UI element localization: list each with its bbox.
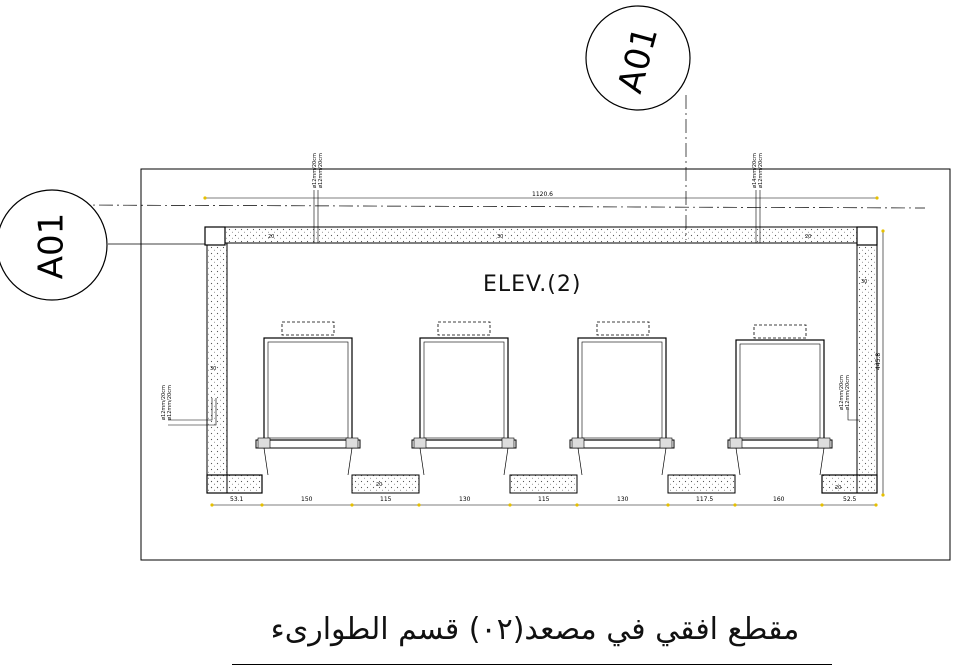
wall-tag-6: 20 — [376, 482, 382, 488]
rebar-right-1: ø12mm/20cm — [839, 375, 845, 410]
section-bubble-left — [0, 189, 108, 301]
rebar-top-left-2: ø12mm/20cm — [318, 153, 324, 188]
rebar-top-left-1: ø12mm/20cm — [312, 153, 318, 188]
overall-width-label: 1120.6 — [532, 191, 553, 198]
section-bubble-top — [585, 5, 691, 111]
bottom-dim-7: 117.5 — [696, 496, 713, 503]
wall-tag-5: 30 — [861, 279, 867, 285]
bottom-dim-3: 115 — [380, 496, 392, 503]
corner-column-tl — [204, 226, 226, 246]
bottom-dim-8: 160 — [773, 496, 785, 503]
bottom-wall-segment-3 — [667, 474, 736, 494]
rebar-top-right-1: ø14mm/20cm — [752, 153, 758, 188]
bottom-dim-4: 130 — [459, 496, 471, 503]
bottom-dim-ticks — [210, 503, 878, 507]
elevator-label: ELEV.(2) — [483, 272, 582, 297]
wall-tag-4: 30 — [210, 366, 216, 372]
section-marker-left: A01 — [31, 212, 72, 280]
bottom-dim-2: 150 — [301, 496, 313, 503]
bottom-dim-1: 53.1 — [230, 496, 244, 503]
bottom-wall-segment-2 — [509, 474, 578, 494]
rebar-left-1: ø12mm/20cm — [161, 385, 167, 420]
drawing-title: مقطع افقي في مصعد(٠٢) قسم الطوارىء — [270, 612, 800, 647]
corner-column-tr — [856, 226, 878, 246]
bottom-dim-6: 130 — [617, 496, 629, 503]
wall-tag-2: 30 — [497, 234, 503, 240]
wall-tag-3: 20 — [805, 234, 811, 240]
bottom-dim-9: 52.5 — [843, 496, 857, 503]
title-underline — [232, 664, 832, 665]
rebar-top-right-2: ø12mm/20cm — [758, 153, 764, 188]
elevator-car-2 — [411, 321, 517, 476]
elevator-car-3 — [569, 321, 675, 476]
bottom-dim-5: 115 — [538, 496, 550, 503]
rebar-right-2: ø12mm/20cm — [845, 375, 851, 410]
top-wall — [204, 226, 878, 244]
drawing-frame — [140, 168, 951, 561]
elevator-car-4 — [727, 324, 833, 476]
section-line-horizontal — [74, 204, 926, 209]
elevator-car-1 — [255, 321, 361, 476]
overall-height-label: 445.8 — [875, 353, 882, 370]
corner-column-br — [821, 474, 878, 494]
wall-tag-1: 20 — [268, 234, 274, 240]
rebar-left-2: ø12mm/20cm — [167, 385, 173, 420]
corner-column-bl — [206, 474, 263, 494]
bottom-wall-segment-1 — [351, 474, 420, 494]
wall-tag-7: 20 — [835, 485, 841, 491]
